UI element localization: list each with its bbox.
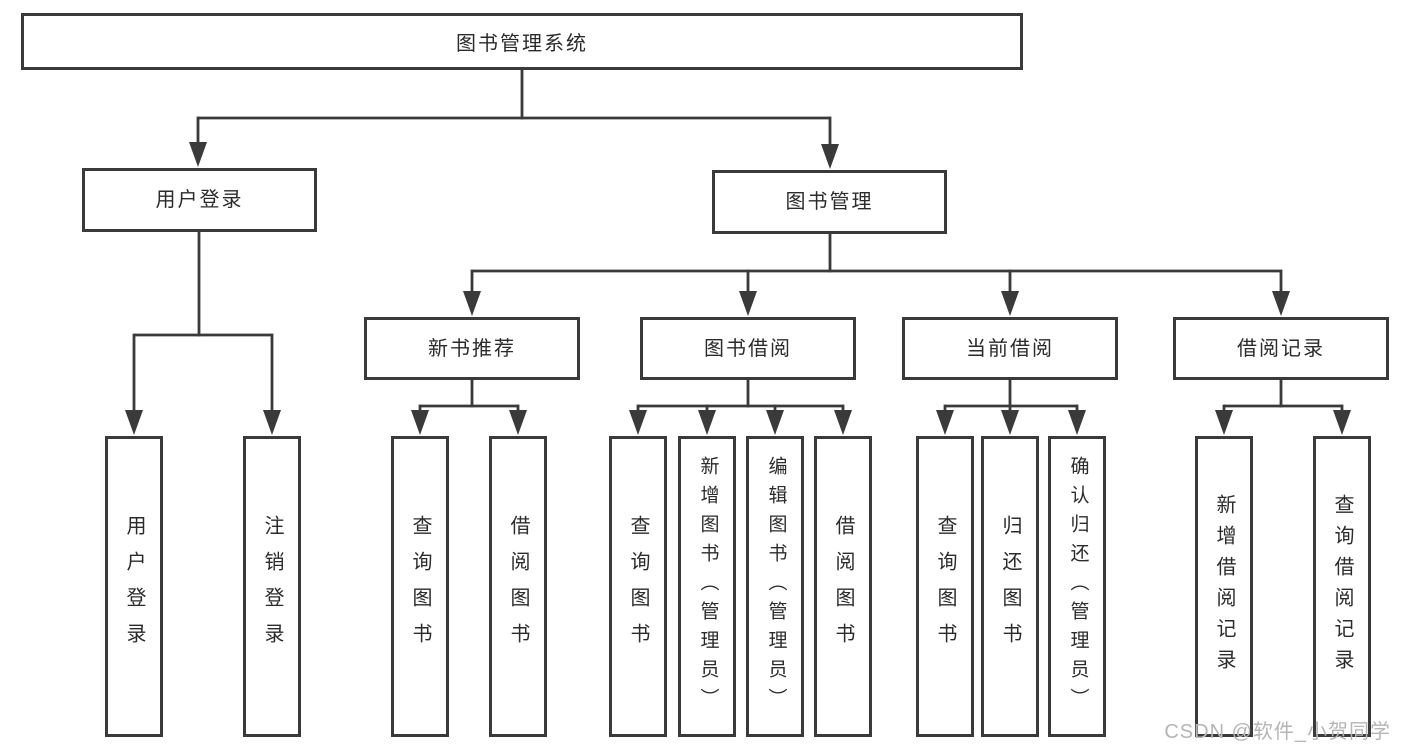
connector-book-management-to-level3 [463,233,1290,316]
connector-book-borrow-to-leaves [629,379,852,435]
connector-root-to-level2 [189,69,839,169]
node-library-system: 图书管理系统 [21,13,1023,70]
node-new-book-recommend: 新书推荐 [364,317,580,380]
node-leaf-logout: 注销登录 [243,436,301,737]
node-user-login-label: 用户登录 [155,189,244,211]
node-leaf-user-login-label: 用户登录 [123,514,145,659]
node-leaf-add-books-admin-label: 新增图书（管理员） [697,456,719,717]
node-leaf-add-borrow-record-label: 新增借阅记录 [1213,493,1235,680]
node-leaf-query-borrow-record: 查询借阅记录 [1313,436,1371,737]
node-book-borrow: 图书借阅 [640,317,856,380]
node-leaf-borrow-books: 借阅图书 [814,436,872,737]
node-leaf-borrow-books-recommend: 借阅图书 [489,436,547,737]
node-leaf-edit-books-admin-label: 编辑图书（管理员） [765,456,787,717]
node-new-book-recommend-label: 新书推荐 [428,337,516,360]
node-borrow-records-label: 借阅记录 [1237,337,1325,360]
node-current-borrow-label: 当前借阅 [966,337,1054,360]
node-current-borrow: 当前借阅 [902,317,1118,380]
connector-current-borrow-to-leaves [936,379,1086,435]
node-leaf-return-books-label: 归还图书 [999,514,1021,659]
node-leaf-query-borrow-record-label: 查询借阅记录 [1331,493,1353,680]
node-leaf-return-books: 归还图书 [981,436,1039,737]
node-leaf-confirm-return-admin-label: 确认归还（管理员） [1067,456,1089,717]
node-leaf-query-books-borrow: 查询图书 [609,436,667,737]
connector-new-book-recommend-to-leaves [411,379,527,435]
node-leaf-query-books-borrow-label: 查询图书 [627,514,649,659]
node-leaf-user-login: 用户登录 [105,436,163,737]
node-book-management-label: 图书管理 [785,191,874,213]
connector-borrow-records-to-leaves [1215,379,1351,435]
node-leaf-query-books-recommend-label: 查询图书 [409,514,431,659]
node-leaf-add-borrow-record: 新增借阅记录 [1195,436,1253,737]
connector-user-login-to-leaves [125,231,281,435]
csdn-watermark: CSDN @软件_小贺同学 [1164,721,1391,743]
node-borrow-records: 借阅记录 [1173,317,1389,380]
node-leaf-confirm-return-admin: 确认归还（管理员） [1048,436,1106,737]
node-book-management: 图书管理 [712,170,947,234]
node-leaf-query-books-current-label: 查询图书 [934,514,956,659]
node-leaf-add-books-admin: 新增图书（管理员） [678,436,736,737]
node-leaf-logout-label: 注销登录 [261,514,283,659]
node-leaf-edit-books-admin: 编辑图书（管理员） [746,436,804,737]
node-library-system-label: 图书管理系统 [456,33,588,55]
node-leaf-query-books-current: 查询图书 [916,436,974,737]
node-leaf-query-books-recommend: 查询图书 [391,436,449,737]
node-book-borrow-label: 图书借阅 [704,337,792,360]
node-leaf-borrow-books-recommend-label: 借阅图书 [507,514,529,659]
node-leaf-borrow-books-label: 借阅图书 [832,514,854,659]
node-user-login: 用户登录 [82,168,317,232]
